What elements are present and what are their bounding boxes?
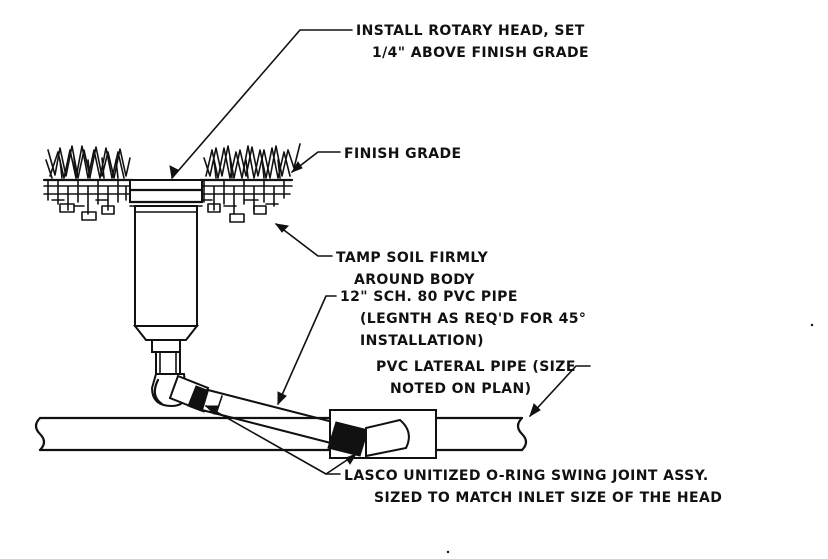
rotary-head-label-line2: 1/4" ABOVE FINISH GRADE xyxy=(372,45,589,61)
lasco-label-line1: LASCO UNITIZED O-RING SWING JOINT ASSY. xyxy=(344,468,709,484)
turf-left xyxy=(42,145,134,221)
rotary-head-label-line1: INSTALL ROTARY HEAD, SET xyxy=(356,23,585,39)
scan-speck xyxy=(810,323,814,327)
lateral-pipe-label-line1: PVC LATERAL PIPE (SIZE xyxy=(376,359,576,375)
scan-speck xyxy=(446,550,450,554)
annotations: INSTALL ROTARY HEAD, SET 1/4" ABOVE FINI… xyxy=(336,23,722,506)
turf-right xyxy=(198,143,301,223)
rotary-head xyxy=(128,179,204,375)
lateral-pipe-label-line2: NOTED ON PLAN) xyxy=(390,381,531,397)
tamp-soil-label-line2: AROUND BODY xyxy=(354,272,475,288)
pvc-pipe-label-line2: (LEGNTH AS REQ'D FOR 45° xyxy=(360,311,586,327)
leader-lines xyxy=(169,29,591,475)
pvc-pipe-label-line1: 12" SCH. 80 PVC PIPE xyxy=(340,289,518,305)
finish-grade-label: FINISH GRADE xyxy=(344,146,461,162)
lateral-pipe xyxy=(34,409,528,459)
lasco-label-line2: SIZED TO MATCH INLET SIZE OF THE HEAD xyxy=(374,490,722,506)
tamp-soil-label-line1: TAMP SOIL FIRMLY xyxy=(336,250,489,266)
swing-joint-upper xyxy=(150,373,213,413)
pvc-pipe-label-line3: INSTALLATION) xyxy=(360,333,484,349)
